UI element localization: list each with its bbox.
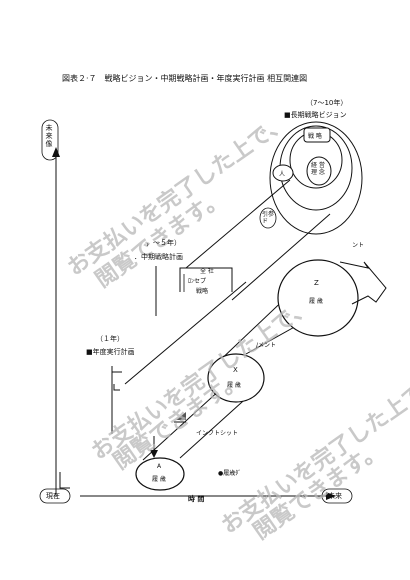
watermark-text: お支払いを完了した上で、 bbox=[87, 293, 317, 465]
mid-term-box-line2: ﾛﾝセプ bbox=[188, 278, 207, 285]
upper-guide-line bbox=[231, 213, 331, 301]
x-axis-label: 時 間 bbox=[188, 495, 205, 503]
mid-term-box-line1: 全 社 bbox=[200, 268, 214, 275]
comment-annotation: /メント bbox=[256, 342, 277, 349]
mid-term-box-line3: 戦略 bbox=[196, 288, 209, 295]
y-axis-label-oval bbox=[41, 119, 59, 161]
philosophy-label: 経 営 理 念 bbox=[311, 162, 325, 176]
z-arrow bbox=[339, 261, 387, 305]
origin-label: 現在 bbox=[46, 492, 60, 500]
annual-plan-corner bbox=[113, 384, 120, 391]
long-term-outer-arc bbox=[269, 121, 363, 235]
comment-annotation-top: ント bbox=[352, 242, 365, 249]
person-circle bbox=[272, 164, 294, 182]
node-x-label: X bbox=[233, 366, 238, 374]
mid-term-header: ．中期戦略計画 bbox=[134, 253, 183, 261]
watermark-group: お支払いを完了した上で、 閲覧できます。 お支払いを完了した上で、 閲覧できます… bbox=[63, 109, 410, 545]
hatched-marker bbox=[176, 412, 186, 420]
node-a-sub: 履 歳 bbox=[152, 476, 166, 483]
figure-title: 図表２·７ 戦略ビジョン・中期戦略計画・年度実行計画 相互関連図 bbox=[62, 74, 308, 83]
mid-term-box bbox=[179, 267, 233, 292]
long-term-header: ■長期戦略ビジョン bbox=[284, 111, 347, 119]
y-axis-label: 未来像 bbox=[45, 124, 53, 148]
mid-term-period: ，～５年） bbox=[146, 239, 181, 247]
node-x-circle bbox=[207, 353, 265, 403]
node-a-circle bbox=[135, 457, 185, 491]
node-z-circle bbox=[277, 259, 359, 337]
small-fragment-circle bbox=[259, 207, 277, 229]
fragment-label: 引参 ド bbox=[262, 211, 275, 225]
person-label: 人 bbox=[279, 171, 286, 178]
node-x-sub: 履 歳 bbox=[227, 382, 241, 389]
origin-label-oval bbox=[39, 488, 71, 504]
node-z-sub: 履 歳 bbox=[309, 298, 323, 305]
long-term-period: （7～10年） bbox=[306, 99, 348, 107]
upper-guide-line bbox=[185, 179, 291, 269]
strategy-box bbox=[303, 127, 331, 143]
node-a-label: A bbox=[157, 463, 162, 470]
x-axis-arrowhead bbox=[326, 492, 336, 500]
annual-header: ■年度実行計画 bbox=[86, 348, 135, 356]
y-axis-arrowhead bbox=[52, 147, 60, 157]
node-z-label: Z bbox=[314, 279, 319, 287]
x-axis-end-label: 未来 bbox=[328, 492, 342, 500]
strategy-label: 戦 略 bbox=[308, 133, 322, 140]
origin-bracket bbox=[59, 472, 70, 489]
lower-guide-line bbox=[124, 281, 247, 385]
philosophy-circle bbox=[306, 156, 332, 186]
band-a-x-edge bbox=[142, 387, 223, 461]
x-axis-end-oval bbox=[321, 488, 353, 504]
legend-annotation: ●履歳ﾀﾞ bbox=[218, 470, 242, 477]
arrow-to-a-head bbox=[150, 450, 158, 458]
impact-annotation: インクトシット bbox=[196, 430, 239, 437]
annual-period: （１年） bbox=[96, 335, 124, 343]
